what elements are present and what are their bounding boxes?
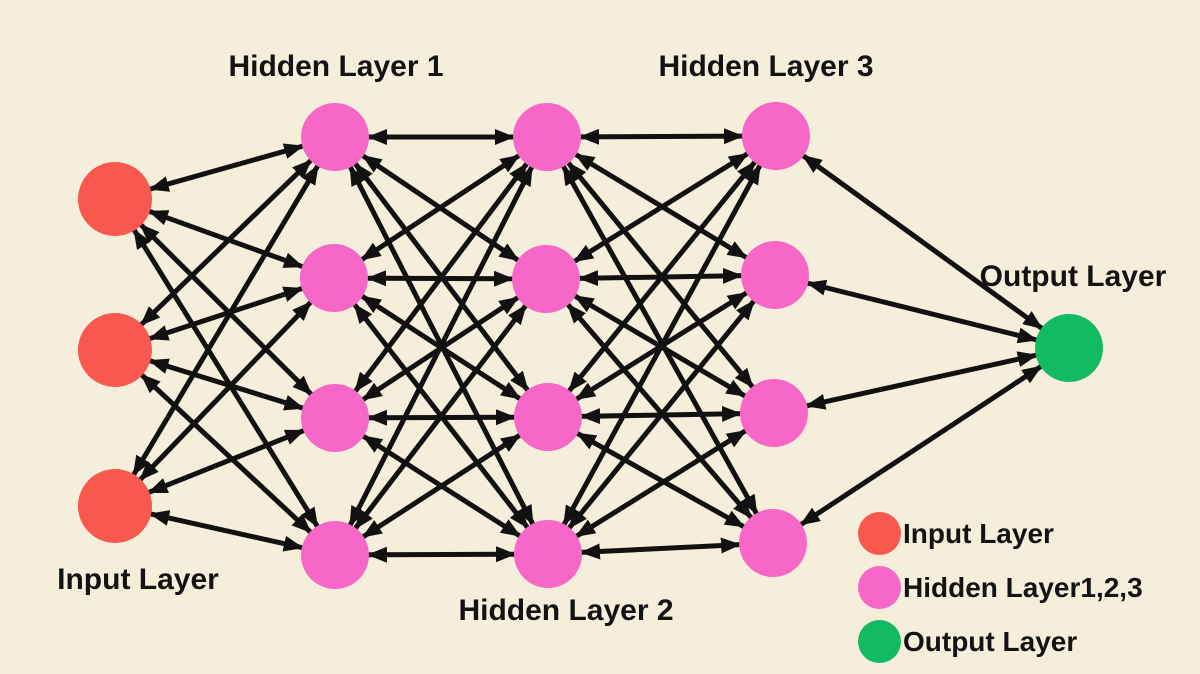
connection-arrow xyxy=(138,222,314,397)
connection-arrow xyxy=(574,428,748,539)
connection-arrow xyxy=(149,510,304,552)
hidden-layer-2-node xyxy=(514,520,582,588)
connection-arrow xyxy=(799,364,1043,527)
connection-arrow xyxy=(147,427,306,495)
hidden-layer-1-node xyxy=(300,244,368,312)
input-layer-label: Input Layer xyxy=(57,563,219,596)
input-layer-node xyxy=(78,469,152,543)
input-layer-swatch-circle xyxy=(858,512,901,555)
connection-arrow xyxy=(131,228,320,529)
input-layer-node xyxy=(78,162,152,236)
connection-arrow xyxy=(367,546,516,563)
hidden-layer-swatch-circle xyxy=(858,566,901,609)
connection-arrow xyxy=(560,164,760,516)
legend-label: Input Layer xyxy=(903,517,1054,549)
connection-arrow xyxy=(579,128,744,145)
hidden-layer-3-node xyxy=(740,379,808,447)
connection-arrow xyxy=(806,279,1038,344)
nodes-group xyxy=(78,102,1103,589)
hidden-layer-1-node xyxy=(301,103,369,171)
legend-label: Hidden Layer1,2,3 xyxy=(903,571,1143,603)
legend-label: Output Layer xyxy=(903,625,1078,657)
hidden-layer-2-node xyxy=(513,103,581,171)
hidden-layer-2-node xyxy=(514,383,582,451)
legend-item: Hidden Layer1,2,3 xyxy=(858,566,1143,609)
output-layer-swatch-circle xyxy=(858,620,901,663)
input-layer-node xyxy=(78,313,152,387)
connection-arrow xyxy=(580,537,741,560)
hidden-layer-3-label: Hidden Layer 3 xyxy=(658,50,874,83)
hidden-layer-3-node xyxy=(741,241,809,309)
legend-item: Input Layer xyxy=(858,512,1143,555)
output-layer-label: Output Layer xyxy=(979,260,1167,293)
edges-group xyxy=(131,128,1044,563)
output-layer-node xyxy=(1035,314,1103,382)
hidden-layer-3-node xyxy=(742,102,810,170)
hidden-layer-1-label: Hidden Layer 1 xyxy=(228,50,444,83)
connection-arrow xyxy=(361,432,522,540)
connection-arrow xyxy=(801,153,1044,331)
connection-arrow xyxy=(148,143,305,192)
hidden-layer-2-label: Hidden Layer 2 xyxy=(458,594,674,627)
hidden-layer-1-node xyxy=(301,384,369,452)
hidden-layer-1-node xyxy=(301,521,369,589)
hidden-layer-2-node xyxy=(512,245,580,313)
hidden-layer-3-node xyxy=(739,509,807,577)
connection-arrow xyxy=(805,351,1038,410)
legend-item: Output Layer xyxy=(858,620,1143,663)
